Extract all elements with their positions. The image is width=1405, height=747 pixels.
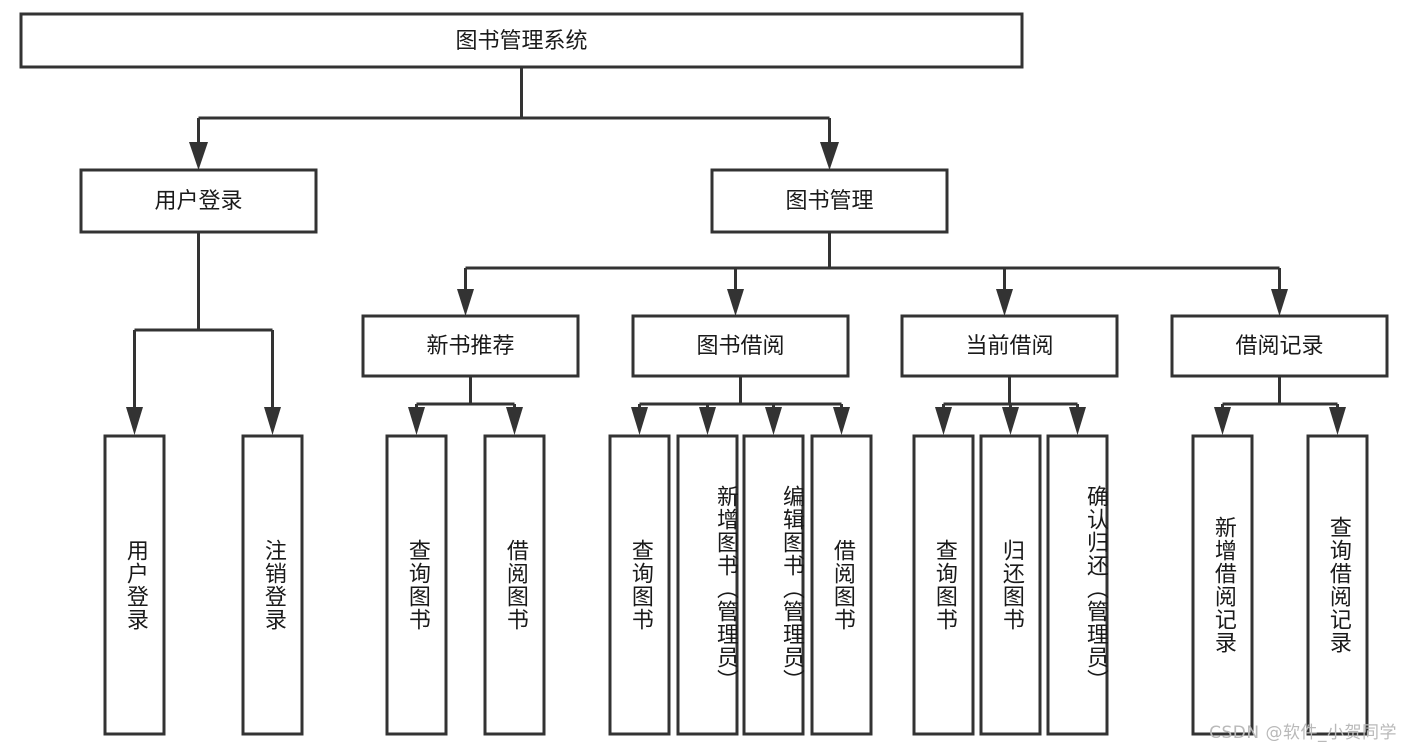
node-label-borrow-record: 借阅记录 — [1235, 334, 1323, 359]
node-box-current-borrow[interactable] — [900, 314, 1119, 378]
node-box-leaf-12[interactable] — [1306, 434, 1369, 736]
arrow-head-current-borrow — [996, 289, 1013, 316]
node-box-leaf-0[interactable] — [103, 434, 166, 736]
node-label-book-manage: 图书管理 — [785, 189, 873, 214]
connector-layer — [126, 67, 1346, 435]
node-box-leaf-2[interactable] — [385, 434, 448, 736]
node-box-leaf-6[interactable] — [742, 434, 805, 736]
arrow-head-leaf-7 — [833, 407, 850, 435]
node-box-user-login[interactable] — [79, 168, 318, 234]
arrow-head-book-borrow — [727, 289, 744, 316]
node-box-leaf-11[interactable] — [1191, 434, 1254, 736]
arrow-head-book-manage — [820, 142, 839, 170]
node-label-current-borrow: 当前借阅 — [965, 334, 1053, 359]
arrow-head-leaf-8 — [935, 407, 952, 435]
arrow-head-leaf-10 — [1069, 407, 1086, 435]
arrow-head-leaf-2 — [408, 407, 425, 435]
arrow-head-leaf-3 — [506, 407, 523, 435]
arrow-head-leaf-9 — [1002, 407, 1019, 435]
node-box-borrow-record[interactable] — [1170, 314, 1389, 378]
arrow-head-leaf-11 — [1214, 407, 1231, 435]
node-box-leaf-4[interactable] — [608, 434, 671, 736]
arrow-head-leaf-4 — [631, 407, 648, 435]
node-box-book-manage[interactable] — [710, 168, 949, 234]
csdn-watermark: CSDN @软件_小贺同学 — [1209, 723, 1397, 743]
arrow-head-user-login — [189, 142, 208, 170]
node-box-book-borrow[interactable] — [631, 314, 850, 378]
node-layer: 图书管理系统 用户登录 图书管理 新书推荐 图书借阅 当前借阅 借阅记录 — [19, 12, 1389, 736]
node-box-leaf-10[interactable] — [1046, 434, 1109, 736]
arrow-head-leaf-1 — [264, 407, 281, 435]
node-box-new-book[interactable] — [361, 314, 580, 378]
node-box-leaf-3[interactable] — [483, 434, 546, 736]
arrow-head-leaf-5 — [699, 407, 716, 435]
arrow-head-borrow-record — [1271, 289, 1288, 316]
node-box-leaf-8[interactable] — [912, 434, 975, 736]
arrow-head-leaf-6 — [765, 407, 782, 435]
node-label-new-book: 新书推荐 — [426, 334, 514, 359]
arrow-head-leaf-12 — [1329, 407, 1346, 435]
node-box-leaf-5[interactable] — [676, 434, 739, 736]
node-box-leaf-9[interactable] — [979, 434, 1042, 736]
node-label-root: 图书管理系统 — [455, 29, 587, 54]
node-box-leaf-7[interactable] — [810, 434, 873, 736]
node-box-root[interactable] — [19, 12, 1024, 69]
arrow-head-new-book — [457, 289, 474, 316]
node-label-user-login: 用户登录 — [154, 189, 242, 214]
node-box-leaf-1[interactable] — [241, 434, 304, 736]
node-label-book-borrow: 图书借阅 — [696, 334, 784, 359]
arrow-head-leaf-0 — [126, 407, 143, 435]
